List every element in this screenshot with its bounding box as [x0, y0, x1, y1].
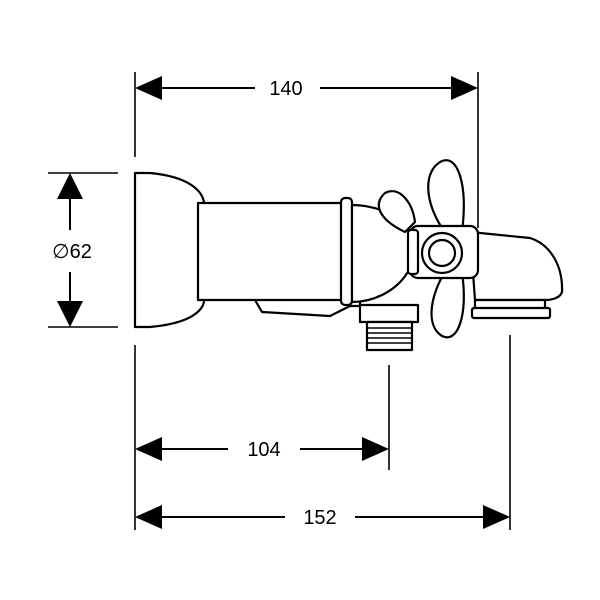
handle-cap: [427, 238, 457, 268]
outlet-thread: [365, 320, 414, 352]
handle-top-petal: [427, 159, 465, 234]
arrowhead-left: [135, 505, 162, 529]
body-cylinder: [196, 201, 347, 302]
handle-bottom-petal: [430, 270, 465, 339]
arrowhead-right: [451, 76, 478, 100]
housing-flange: [406, 228, 420, 276]
arrowhead-right: [483, 505, 510, 529]
dim-label-140: 140: [269, 78, 302, 100]
arrowhead-left: [135, 76, 162, 100]
arrowhead-down: [57, 301, 83, 327]
arrowhead-up: [57, 173, 83, 199]
aerator: [470, 306, 552, 320]
dim-label-104: 104: [247, 439, 280, 461]
collar-ring: [339, 196, 354, 307]
dimension-104: 104: [135, 437, 389, 461]
spout: [468, 230, 564, 302]
back-lever: [377, 190, 417, 234]
extension-lines: [48, 72, 511, 530]
dimension-152: 152: [135, 505, 510, 529]
faucet-outline: [133, 159, 564, 352]
dimension-140: 140: [135, 76, 478, 100]
wall-rosette: [133, 171, 206, 329]
dim-label-diameter: ∅62: [52, 241, 92, 263]
dim-label-152: 152: [303, 507, 336, 529]
arrowhead-right: [362, 437, 389, 461]
arrowhead-left: [135, 437, 162, 461]
dimension-diameter: ∅62: [52, 173, 92, 327]
outlet-nut: [358, 303, 420, 324]
